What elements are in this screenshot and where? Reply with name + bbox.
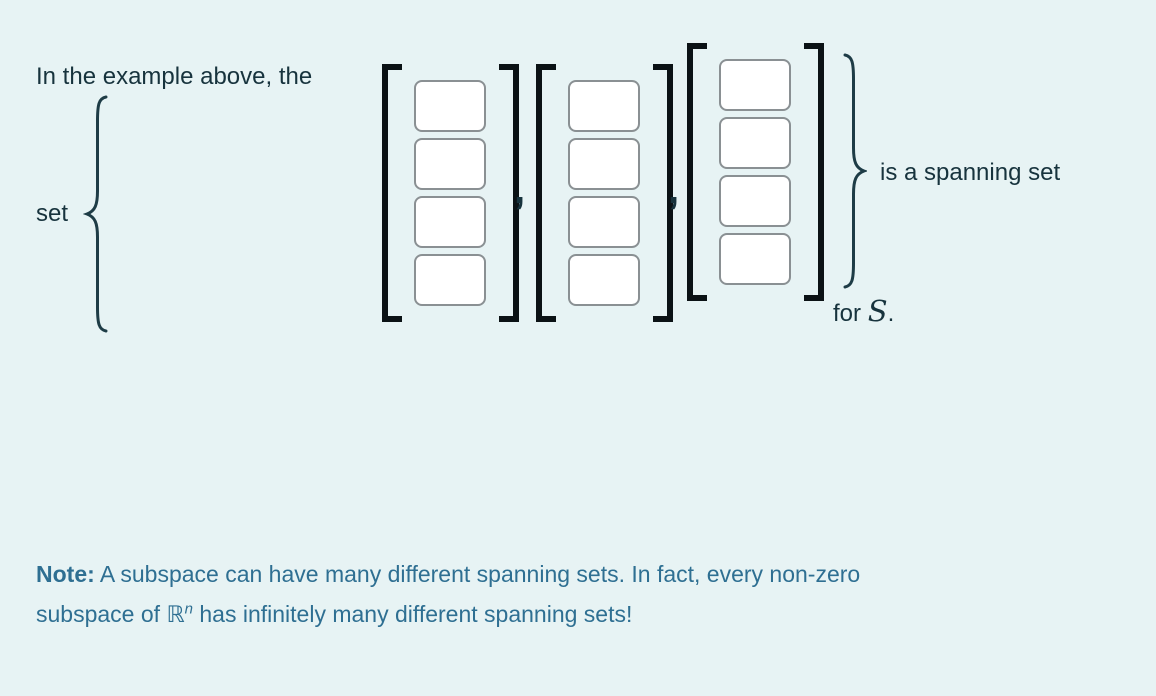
vector-1-entry-2-input[interactable] [414,138,486,190]
opening-brace-icon [83,95,108,333]
vector-3-entries [719,59,791,285]
vector-2-entry-2-input[interactable] [568,138,640,190]
closing-brace-icon [843,53,867,289]
vector-3-entry-3-input[interactable] [719,175,791,227]
set-word: set [36,200,69,227]
vector-3-entry-1-input[interactable] [719,59,791,111]
note-line2-before: subspace of [36,601,167,627]
right-bracket-icon [499,64,519,322]
for-label: for [833,300,868,327]
right-bracket-icon [804,43,824,301]
conclusion-text: is a spanning set [880,159,1061,186]
subspace-symbol: S [867,294,888,328]
vector-2-entry-4-input[interactable] [568,254,640,306]
vector-2 [536,64,673,322]
reals-symbol: ℝ [166,602,185,628]
right-bracket-icon [653,64,673,322]
intro-text: In the example above, the [36,63,313,90]
vector-separator-comma: , [668,168,680,212]
note-line1: A subspace can have many different spann… [94,561,861,587]
vector-2-entry-3-input[interactable] [568,196,640,248]
left-bracket-icon [382,64,402,322]
vector-3-entry-2-input[interactable] [719,117,791,169]
vector-separator-comma: , [514,168,526,212]
left-bracket-icon [536,64,556,322]
for-s-text: for S. [833,296,894,329]
reals-superscript: n [184,600,193,618]
vector-3-entry-4-input[interactable] [719,233,791,285]
vector-2-entry-1-input[interactable] [568,80,640,132]
note-line2-after: has infinitely many different spanning s… [192,601,633,627]
vector-1-entry-3-input[interactable] [414,196,486,248]
vector-1-entry-4-input[interactable] [414,254,486,306]
note-paragraph: Note: A subspace can have many different… [36,554,860,635]
sentence-period: . [887,300,895,327]
left-bracket-icon [687,43,707,301]
vector-1-entries [414,80,486,306]
note-label: Note: [36,561,95,587]
vector-1-entry-1-input[interactable] [414,80,486,132]
vector-3 [687,43,824,301]
vector-2-entries [568,80,640,306]
vector-1 [382,64,519,322]
